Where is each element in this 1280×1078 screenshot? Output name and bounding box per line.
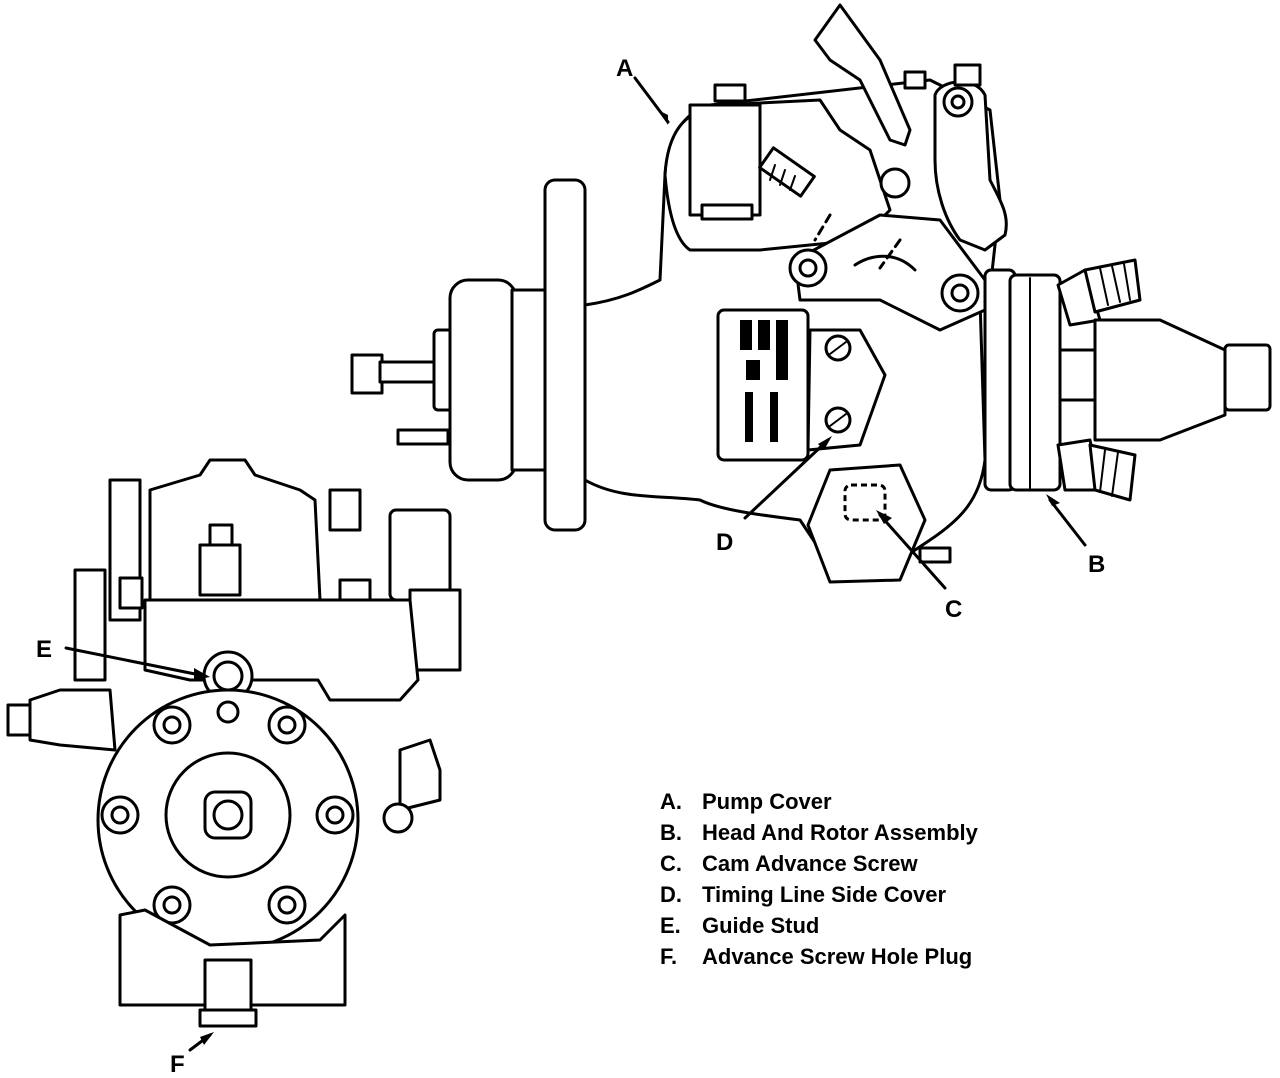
- legend-text: Guide Stud: [702, 912, 820, 938]
- linkage-hidden-line-2: [878, 238, 902, 270]
- front-right-lug: [398, 738, 442, 812]
- linkage-hidden-line: [813, 213, 832, 242]
- linkage-nut-left-center: [798, 258, 818, 278]
- parts-legend: A. Pump Cover B. Head And Rotor Assembly C…: [660, 786, 978, 972]
- front-right-block: [388, 508, 452, 602]
- front-throttle-arm: [28, 688, 117, 752]
- pump-front-view: [6, 458, 462, 1028]
- head-plug: [1223, 343, 1272, 412]
- cover-tab: [700, 203, 754, 221]
- pump-side-view: [350, 3, 1272, 584]
- collar-ring: [510, 288, 550, 472]
- cam-advance-screw: [843, 483, 887, 522]
- front-solenoid: [328, 488, 362, 532]
- guide-stud-center: [212, 660, 244, 692]
- nameplate-mark: [770, 392, 778, 442]
- front-collar: [448, 278, 518, 482]
- front-top-nut: [208, 523, 234, 547]
- throttle-lever: [813, 3, 912, 147]
- leader-b-arrow: [1046, 494, 1060, 506]
- cover-block: [688, 103, 762, 217]
- nameplate-mark: [745, 392, 753, 442]
- shaft-key: [350, 353, 384, 395]
- legend-key: F.: [660, 943, 678, 969]
- advance-screw-hole-plug: [198, 1008, 258, 1028]
- adjust-screw: [758, 146, 816, 198]
- nameplate-mark: [776, 320, 788, 380]
- callout-a: A: [616, 55, 633, 82]
- front-body: [143, 598, 420, 702]
- nameplate-mark: [740, 320, 752, 350]
- legend-key: B.: [660, 819, 682, 845]
- front-arm-knob: [6, 703, 32, 737]
- head-and-rotor-assembly: [1008, 273, 1062, 492]
- lever-nut: [953, 63, 982, 87]
- hydraulic-head: [1093, 318, 1227, 442]
- legend-key: C.: [660, 850, 682, 876]
- linkage-nut-right-center: [950, 283, 970, 303]
- legend-item: C. Cam Advance Screw: [660, 848, 978, 879]
- cover-hole: [879, 167, 911, 199]
- callout-d: D: [716, 529, 733, 556]
- front-housing-top: [148, 458, 322, 602]
- front-right-post: [408, 588, 462, 672]
- front-left-bolt: [118, 576, 144, 610]
- shaft-pin: [396, 428, 450, 446]
- legend-text: Advance Screw Hole Plug: [702, 943, 973, 969]
- callout-b: B: [1088, 551, 1105, 578]
- legend-key: D.: [660, 881, 682, 907]
- leader-e: [64, 646, 207, 678]
- legend-item: B. Head And Rotor Assembly: [660, 817, 978, 848]
- cover-vent: [713, 83, 747, 103]
- advance-lug: [918, 546, 952, 564]
- legend-text: Head And Rotor Assembly: [702, 819, 978, 845]
- leader-c: [878, 513, 947, 590]
- nameplate-mark: [746, 360, 760, 380]
- legend-text: Pump Cover: [702, 788, 832, 814]
- legend-key: E.: [660, 912, 681, 938]
- leader-c-arrow: [876, 510, 892, 524]
- drive-shaft: [378, 360, 442, 384]
- linkage-slot: [853, 254, 917, 272]
- mounting-flange: [543, 178, 587, 532]
- front-outlet-fittings: [100, 700, 414, 925]
- head-center-hole: [212, 799, 244, 831]
- leader-b: [1048, 498, 1087, 547]
- legend-item: A. Pump Cover: [660, 786, 978, 817]
- advance-housing: [806, 463, 927, 584]
- lever-pivot-pin: [950, 94, 966, 110]
- lever-stop: [903, 70, 927, 90]
- front-top-block: [198, 543, 242, 597]
- front-bottom-cover: [118, 908, 347, 1007]
- leader-f-arrow: [200, 1032, 214, 1045]
- leader-d-arrow: [818, 436, 832, 450]
- nameplate-mark: [758, 320, 770, 350]
- leader-e-arrow: [194, 668, 210, 680]
- callout-c: C: [945, 596, 962, 623]
- front-left-arm: [73, 568, 107, 682]
- legend-item: D. Timing Line Side Cover: [660, 879, 978, 910]
- legend-item: E. Guide Stud: [660, 910, 978, 941]
- legend-item: F. Advance Screw Hole Plug: [660, 941, 978, 972]
- legend-text: Cam Advance Screw: [702, 850, 918, 876]
- leader-lines: [64, 76, 1087, 1052]
- legend-text: Timing Line Side Cover: [702, 881, 947, 907]
- leader-d: [743, 438, 830, 520]
- advance-plug-body: [203, 958, 253, 1012]
- leader-a-arrow: [658, 110, 668, 125]
- legend-key: A.: [660, 788, 682, 814]
- callout-f: F: [170, 1051, 185, 1078]
- callout-e: E: [36, 636, 52, 663]
